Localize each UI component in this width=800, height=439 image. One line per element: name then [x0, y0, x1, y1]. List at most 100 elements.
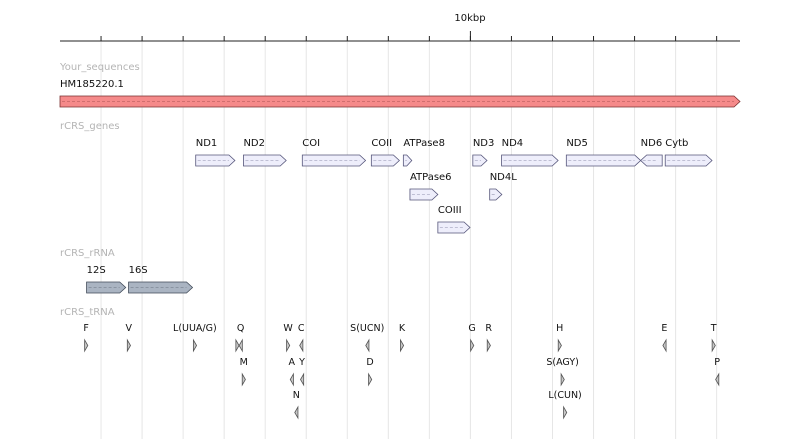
trna-marker: [563, 405, 568, 420]
rrna-16s-shape: [128, 281, 194, 294]
trna-unnamed: [235, 338, 240, 353]
trna-label: F: [83, 323, 88, 334]
trna-marker: [368, 372, 373, 387]
trna-marker: [241, 372, 246, 387]
gene-label-atpase8: ATPase8: [403, 138, 445, 149]
gene-coiii-shape: [437, 221, 471, 234]
trna-label: E: [661, 323, 667, 334]
trna-label: W: [283, 323, 293, 334]
gene-atpase6: [409, 188, 439, 201]
trna-label: L(UUA/G): [173, 323, 217, 334]
trna-marker: [470, 338, 475, 353]
gene-label-nd4: ND4: [502, 138, 524, 149]
trna-marker: [715, 372, 720, 387]
track-sequences: Your_sequences HM185220.1: [59, 62, 741, 108]
trna-marker: [662, 338, 667, 353]
gene-coi-shape: [301, 154, 367, 167]
rrna-items: 12S 16S: [86, 265, 194, 294]
trna-s-ucn: S(UCN): [350, 323, 384, 353]
rrna-12s: [86, 281, 127, 294]
trna-s-agy: S(AGY): [546, 357, 579, 387]
sequence-bar: [59, 95, 741, 108]
gene-coiii: [437, 221, 471, 234]
gene-nd6: [640, 154, 663, 167]
trna-y: Y: [298, 357, 305, 387]
trna-marker: [294, 405, 299, 420]
trna-marker: [286, 338, 291, 353]
trna-marker: [192, 338, 198, 353]
trna-marker: [560, 372, 565, 387]
ruler-tick-label: 10kbp: [454, 13, 485, 24]
gene-label-nd2: ND2: [243, 138, 265, 149]
trna-c: C: [298, 323, 305, 353]
gene-nd4l-shape: [489, 188, 503, 201]
trna-q: Q: [237, 323, 244, 353]
trna-label: Y: [298, 357, 305, 368]
trna-n: N: [293, 390, 300, 420]
sequence-label: HM185220.1: [60, 79, 124, 90]
gene-nd1: [195, 154, 236, 167]
track-label-genes: rCRS_genes: [60, 121, 120, 132]
trna-w: W: [283, 323, 293, 353]
gene-label-atpase6: ATPase6: [410, 172, 452, 183]
trna-marker: [235, 338, 240, 353]
trna-label: C: [298, 323, 305, 334]
gene-nd4l: [489, 188, 503, 201]
trna-r: R: [485, 323, 492, 353]
trna-g: G: [468, 323, 476, 353]
trna-marker: [711, 338, 716, 353]
gene-nd2-shape: [243, 154, 287, 167]
trna-marker: [299, 338, 304, 353]
gene-label-nd1: ND1: [196, 138, 218, 149]
trna-l-uua-g: L(UUA/G): [173, 323, 217, 353]
trna-v: V: [126, 323, 133, 353]
trna-marker: [289, 372, 294, 387]
gene-coi: [301, 154, 367, 167]
trna-label: K: [399, 323, 406, 334]
trna-label: H: [556, 323, 563, 334]
trna-label: T: [710, 323, 717, 334]
trna-marker: [365, 338, 370, 353]
gene-atpase8: [402, 154, 413, 167]
trna-m: M: [240, 357, 248, 387]
gene-coii: [370, 154, 400, 167]
gene-nd4: [501, 154, 559, 167]
trna-label: G: [468, 323, 475, 334]
gene-nd5: [565, 154, 642, 167]
trna-label: L(CUN): [548, 390, 581, 401]
gene-label-nd4l: ND4L: [490, 172, 518, 183]
sequence-items: HM185220.1: [59, 79, 741, 108]
trna-label: M: [240, 357, 248, 368]
trna-f: F: [83, 323, 89, 353]
trna-a: A: [288, 357, 295, 387]
trna-label: A: [288, 357, 295, 368]
trna-p: P: [714, 357, 720, 387]
track-label-rrna: rCRS_rRNA: [60, 248, 115, 259]
gene-label-nd5: ND5: [566, 138, 588, 149]
trna-label: S(UCN): [350, 323, 384, 334]
trna-h: H: [556, 323, 563, 353]
gene-label-coiii: COIII: [438, 205, 462, 216]
trna-marker: [238, 338, 243, 353]
trna-label: N: [293, 390, 300, 401]
rrna-16s: [128, 281, 194, 294]
trna-label: P: [714, 357, 720, 368]
gene-atpase8-shape: [402, 154, 413, 167]
trna-l-cun: L(CUN): [548, 390, 582, 420]
ruler: 10kbp: [60, 13, 740, 42]
rrna-label-12s: 12S: [87, 265, 106, 276]
trna-marker: [84, 338, 89, 353]
trna-label: V: [126, 323, 133, 334]
gene-nd6-shape: [640, 154, 663, 167]
rrna-label-16s: 16S: [129, 265, 148, 276]
trna-label: Q: [237, 323, 244, 334]
trna-marker: [486, 338, 491, 353]
trna-k: K: [399, 323, 406, 353]
trna-t: T: [710, 323, 717, 353]
track-label-sequences: Your_sequences: [59, 62, 140, 73]
gene-label-coii: COII: [371, 138, 392, 149]
gene-label-cytb: Cytb: [665, 138, 688, 149]
